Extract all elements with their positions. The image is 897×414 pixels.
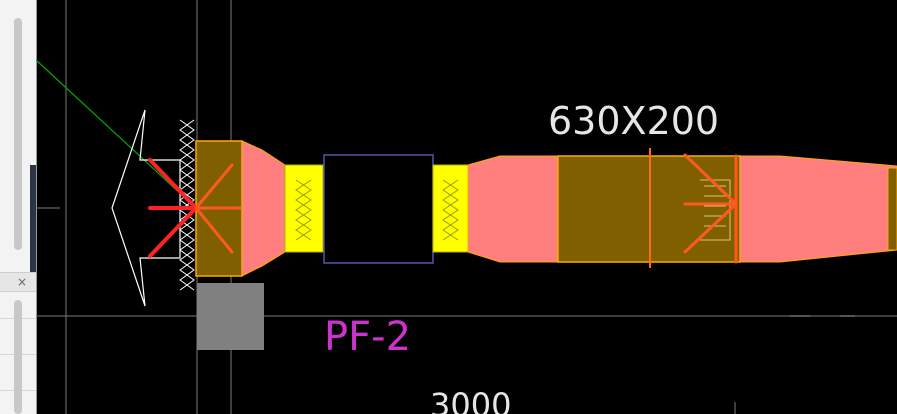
duct-size-label[interactable]: 630X200 bbox=[548, 99, 719, 143]
equipment-block bbox=[197, 283, 264, 350]
dimension-3000[interactable]: 3000 bbox=[430, 386, 511, 414]
close-icon[interactable]: × bbox=[16, 275, 28, 289]
left-dock-panel: × bbox=[0, 0, 37, 414]
panel-divider: × bbox=[0, 272, 36, 292]
duct-run-downstream bbox=[739, 155, 897, 263]
flex-hatch-left bbox=[295, 179, 312, 241]
flex-connector-left[interactable] bbox=[284, 164, 324, 253]
equipment-tag-label[interactable]: PF-2 bbox=[324, 314, 411, 360]
flex-connector-right[interactable] bbox=[432, 164, 469, 253]
panel-scrollbar-thumb-lower[interactable] bbox=[14, 300, 22, 414]
flow-arrow-orange-right bbox=[683, 153, 738, 264]
leader-line bbox=[36, 59, 197, 209]
fan-unit-box[interactable] bbox=[323, 154, 434, 264]
flow-arrow-red bbox=[148, 158, 198, 258]
duct-transition-right bbox=[467, 155, 559, 263]
duct-segment-end bbox=[887, 167, 897, 251]
flow-arrow-orange-left bbox=[194, 163, 242, 254]
dock-resize-handle[interactable] bbox=[30, 165, 36, 275]
flex-hatch-right bbox=[442, 179, 459, 241]
duct-transition-left bbox=[241, 140, 286, 277]
cad-drawing-canvas[interactable]: 630X200 PF-2 3000 bbox=[36, 0, 897, 414]
panel-scrollbar-thumb[interactable] bbox=[14, 18, 22, 250]
grille-hatch bbox=[179, 119, 195, 291]
